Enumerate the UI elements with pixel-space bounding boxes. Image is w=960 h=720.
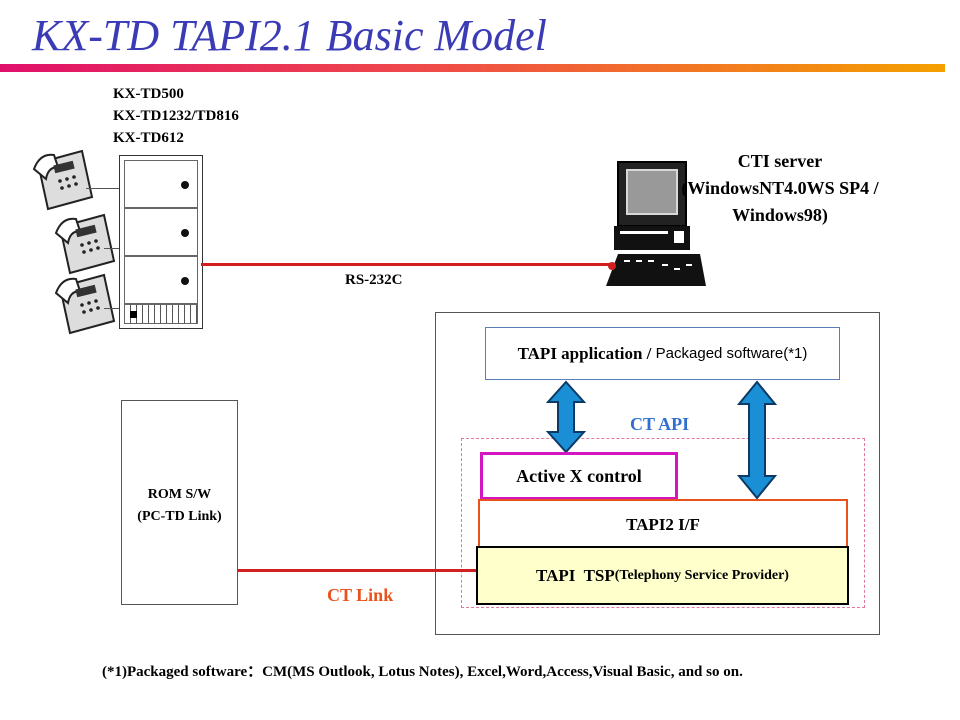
rom-sw-line-2: (PC-TD Link) [137, 509, 222, 524]
page-title: KX-TD TAPI2.1 Basic Model [32, 11, 547, 60]
rom-sw-label: ROM S/W (PC-TD Link) [121, 484, 238, 528]
telephones-icon [32, 149, 116, 335]
arrow-app-activex-icon [546, 380, 586, 454]
tapi-tsp-label: TAPI TSP [536, 565, 615, 585]
activex-control-box: Active X control [480, 452, 678, 500]
pbx-model-1: KX-TD500 [113, 86, 184, 102]
tsp-description-label: (Telephony Service Provider) [614, 567, 789, 583]
ct-link-connection-line [238, 569, 476, 572]
rs232-connection-line [201, 263, 611, 266]
ct-link-label: CT Link [327, 585, 394, 605]
rom-sw-line-1: ROM S/W [147, 487, 212, 502]
cti-server-line-2: (WindowsNT4.0WS SP4 / [681, 178, 879, 198]
packaged-software-label: Packaged software(*1) [655, 345, 808, 362]
arrow-app-tapi2-icon [737, 380, 777, 500]
cti-server-line-3: Windows98) [732, 205, 828, 225]
tapi-tsp-box: TAPI TSP(Telephony Service Provider) [476, 546, 849, 605]
phone-line-3 [104, 308, 119, 309]
cti-server-line-1: CTI server [737, 151, 823, 171]
tapi-application-box: TAPI application / Packaged software(*1) [485, 327, 840, 380]
ct-api-region [461, 438, 865, 608]
activex-control-label: Active X control [516, 465, 642, 486]
phone-line-1 [86, 188, 119, 189]
rs232-label: RS-232C [345, 272, 403, 288]
ct-api-label: CT API [630, 414, 690, 434]
pbx-model-3: KX-TD612 [113, 130, 184, 146]
tapi-application-label: TAPI application / [517, 343, 652, 363]
title-underline [0, 64, 945, 72]
tapi2-interface-box: TAPI2 I/F [478, 499, 848, 551]
cti-server-label: CTI server (WindowsNT4.0WS SP4 / Windows… [680, 148, 880, 229]
rom-sw-box [121, 400, 238, 605]
pbx-cabinet-icon [119, 155, 203, 329]
phone-line-2 [104, 248, 119, 249]
computer-icon [606, 161, 706, 286]
tapi2-interface-label: TAPI2 I/F [626, 515, 700, 534]
cti-server-frame [435, 312, 880, 635]
footnote: (*1)Packaged software：CM(MS Outlook, Lot… [102, 664, 743, 680]
pbx-model-2: KX-TD1232/TD816 [113, 108, 239, 124]
